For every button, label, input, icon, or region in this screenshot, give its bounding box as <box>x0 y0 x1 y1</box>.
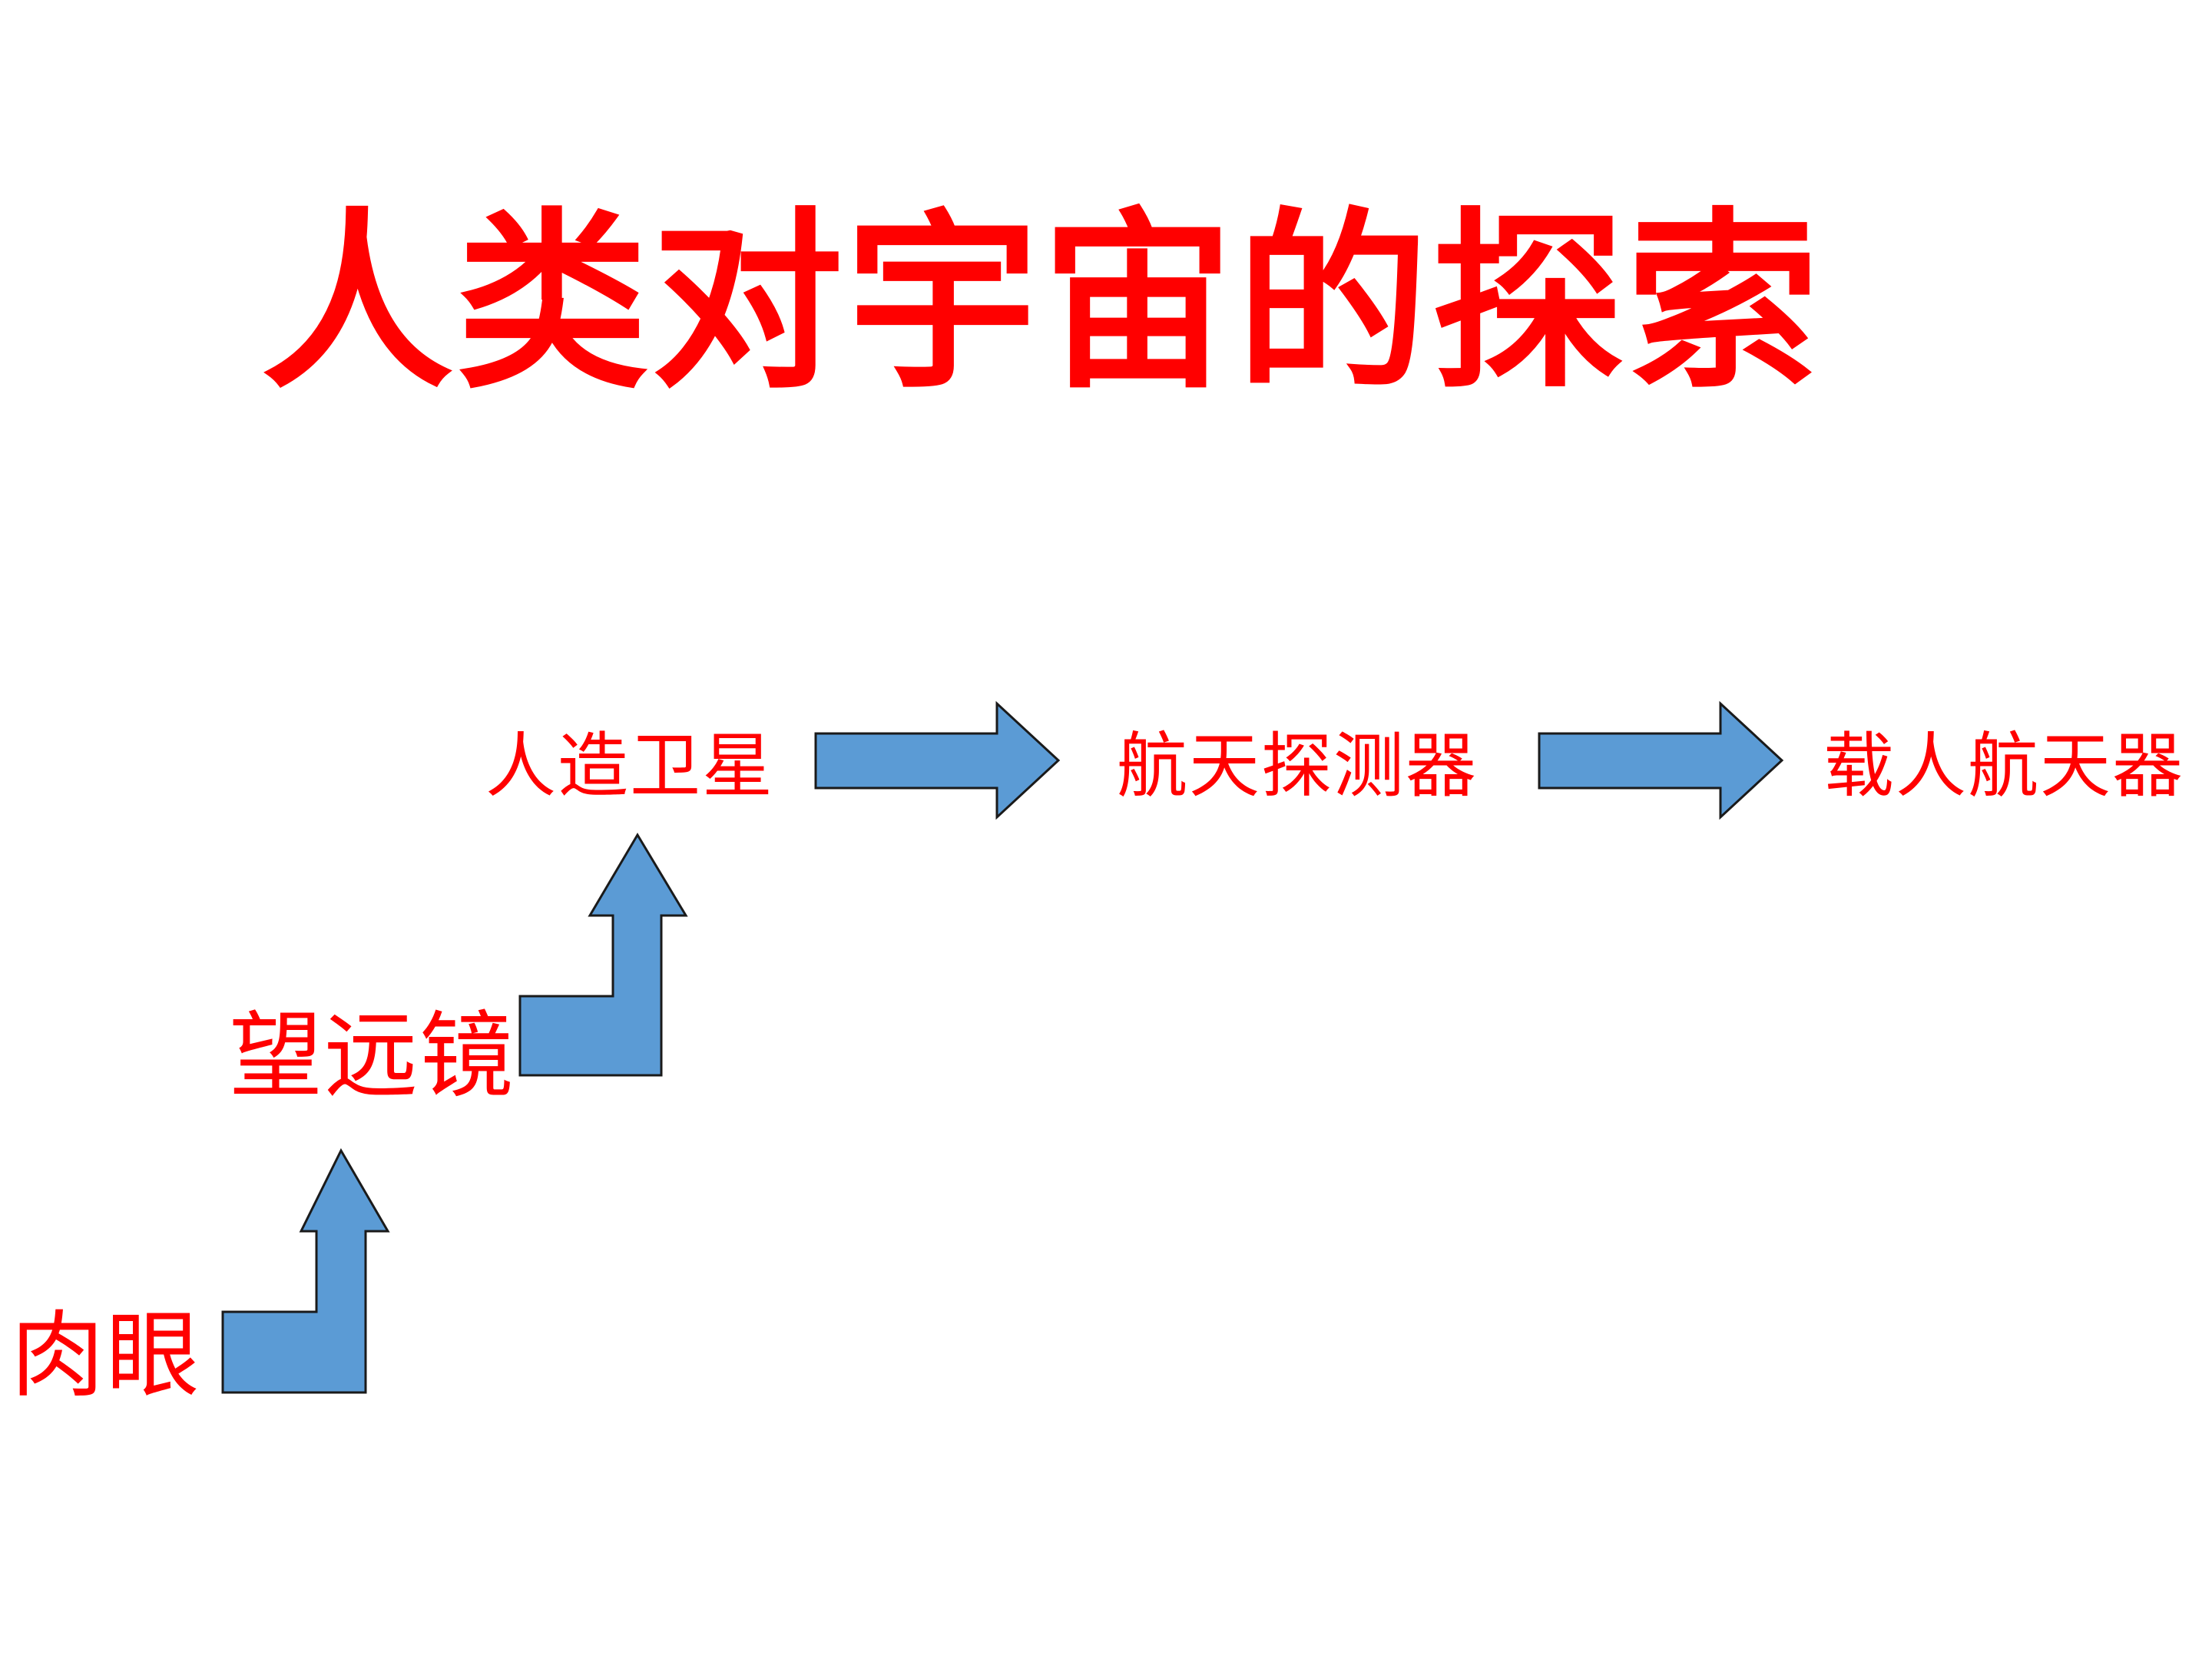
stage-space-probe: 航天探测器 <box>1117 725 1479 807</box>
right-arrow-2 <box>1538 700 1784 820</box>
right-arrow-1 <box>814 700 1061 820</box>
stage-naked-eye: 肉眼 <box>11 1301 201 1410</box>
stage-satellite: 人造卫星 <box>485 725 775 807</box>
stage-telescope: 望远镜 <box>229 1002 515 1111</box>
stage-crewed-spacecraft: 载人航天器 <box>1823 725 2185 807</box>
bent-up-arrow-1 <box>221 1147 390 1394</box>
slide-title: 人类对宇宙的探索 <box>261 191 1822 415</box>
bent-up-arrow-2 <box>518 833 688 1077</box>
